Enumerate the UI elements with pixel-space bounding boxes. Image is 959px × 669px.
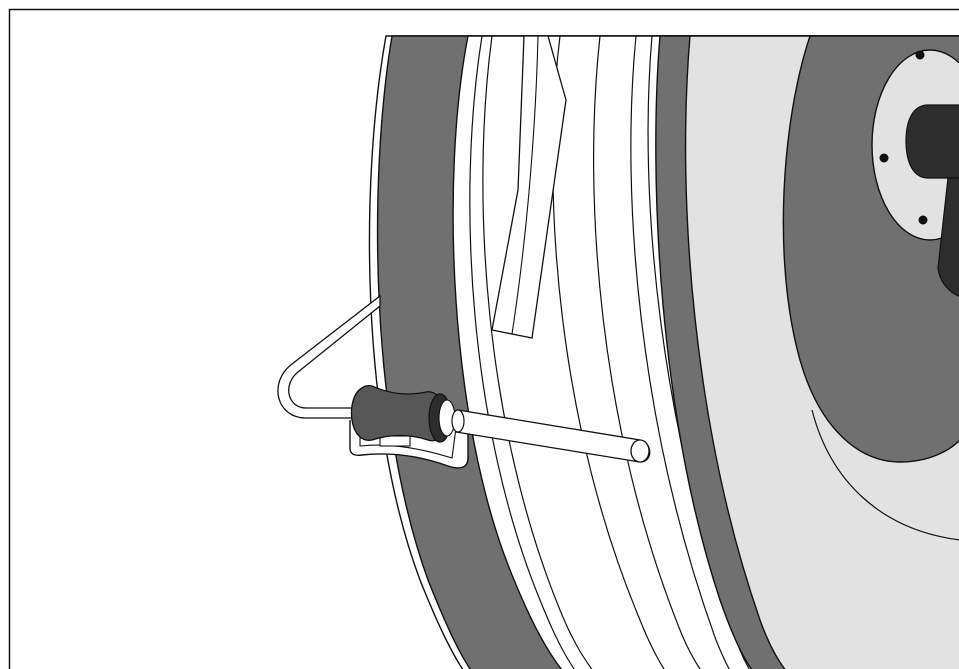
hub-rim-arc [811,409,959,541]
guide-roller [350,384,456,443]
crank-handle [937,177,959,297]
axle-shaft [905,104,959,297]
strap-loose-end [491,35,567,339]
bolt-hole-icon [918,215,928,225]
figure-border [8,8,959,669]
wire-arm [277,294,381,419]
bolt-hole-icon [879,153,889,163]
guide-rod [451,409,651,463]
bolt-hole-icon [915,50,925,60]
